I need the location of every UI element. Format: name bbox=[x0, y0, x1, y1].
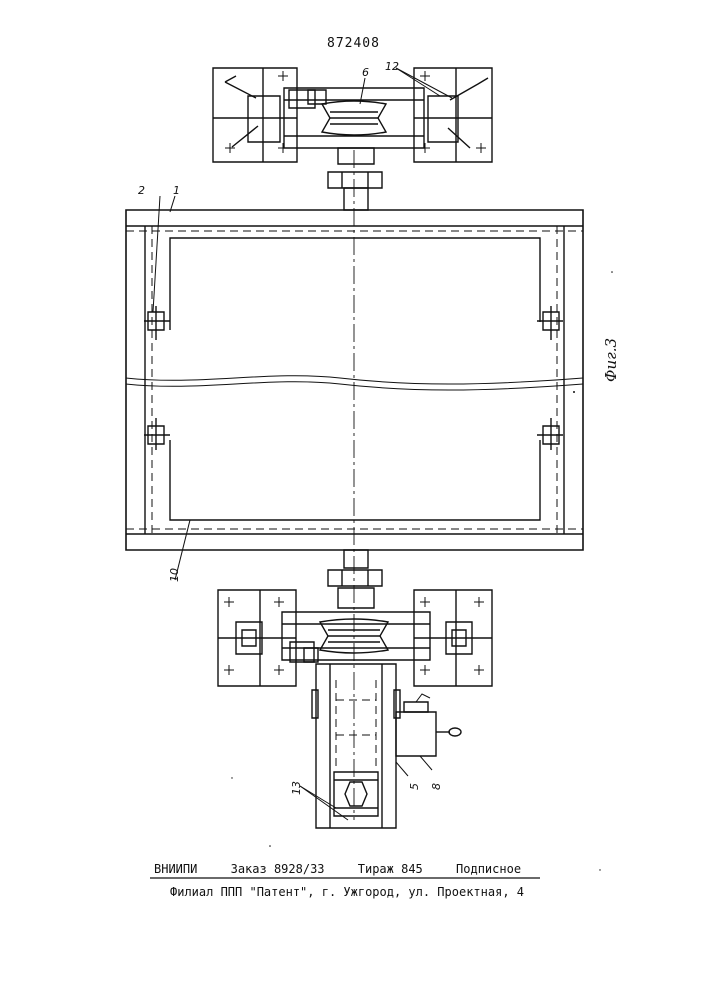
inner-panel-top bbox=[170, 238, 540, 330]
figure-label: Фиг.3 bbox=[602, 338, 620, 382]
callout-13: 13 bbox=[290, 781, 303, 795]
inner-panel-bottom bbox=[170, 440, 540, 520]
hex-nut bbox=[345, 782, 367, 806]
bracket-right-top bbox=[537, 306, 563, 340]
top-left-brace bbox=[225, 76, 256, 98]
scan-specks bbox=[231, 271, 613, 871]
motor-box bbox=[396, 712, 436, 756]
callout-6: 6 bbox=[362, 66, 369, 79]
break-line-lower bbox=[126, 382, 583, 390]
bottom-drive-assembly bbox=[218, 550, 492, 828]
break-line-upper bbox=[126, 376, 583, 384]
bracket-left-bottom bbox=[144, 418, 170, 450]
bottom-coupling bbox=[328, 570, 382, 586]
bracket-left-top bbox=[144, 306, 170, 340]
main-frame bbox=[126, 150, 583, 820]
callout-1: 1 bbox=[173, 184, 180, 197]
footer-subscription: Подписное bbox=[456, 862, 521, 876]
top-coupling bbox=[328, 172, 382, 188]
footer-circulation: Тираж 845 bbox=[358, 862, 423, 876]
callout-10: 10 bbox=[168, 568, 181, 582]
bracket-right-bottom bbox=[537, 418, 563, 450]
top-left-crosses bbox=[225, 71, 288, 153]
callout-8: 8 bbox=[430, 783, 443, 790]
footer-imprint-line1: ВНИИПИ Заказ 8928/33 Тираж 845 Подписное bbox=[154, 862, 547, 876]
footer-address: Филиал ППП "Патент", г. Ужгород, ул. Про… bbox=[170, 885, 524, 899]
callout-12: 12 bbox=[385, 60, 399, 73]
hex-nut-housing bbox=[334, 772, 378, 816]
top-drive-assembly bbox=[213, 68, 492, 210]
footer-order: Заказ 8928/33 bbox=[231, 862, 325, 876]
callout-5: 5 bbox=[408, 783, 421, 790]
callout-2: 2 bbox=[138, 184, 145, 197]
footer-org: ВНИИПИ bbox=[154, 862, 197, 876]
handwheel bbox=[449, 728, 461, 736]
